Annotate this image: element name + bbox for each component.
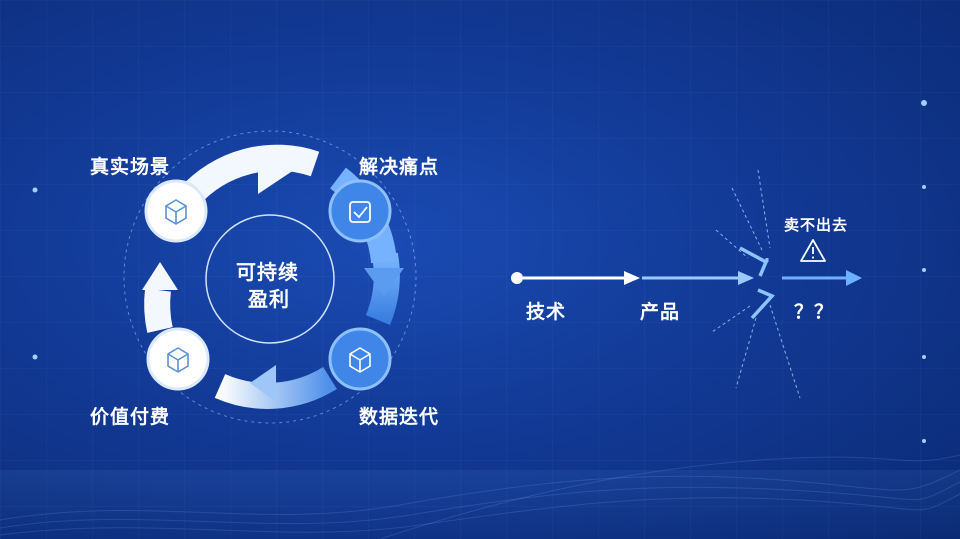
center-label-line1: 可持续 (236, 260, 299, 284)
flow-arrow-2 (738, 271, 754, 285)
cube-icon (349, 347, 371, 373)
flow-step-product: 产品 (640, 301, 681, 323)
node-label-data-iterate: 数据迭代 (359, 406, 440, 428)
warning-triangle-icon (800, 239, 826, 262)
node-top-right (328, 179, 392, 243)
cube-icon (167, 347, 189, 373)
node-label-real-scene: 真实场景 (90, 156, 171, 178)
sparkle-dots (32, 100, 927, 443)
flow-step-tech: 技术 (526, 301, 567, 323)
cube-icon (165, 199, 187, 225)
crack-barrier (711, 169, 801, 399)
check-box-icon (349, 201, 371, 223)
arrow-head-left (142, 262, 178, 290)
outer-dashed-ring (123, 130, 417, 424)
flow-start-dot (511, 272, 523, 284)
node-top-left (144, 179, 208, 243)
node-bottom-left (146, 327, 210, 391)
flow-step-unknown: ？？ (794, 301, 835, 323)
arrow-head-right (364, 268, 404, 296)
center-label-line2: 盈利 (248, 287, 290, 311)
node-label-value-pay: 价值付费 (90, 406, 171, 428)
arrow-head-bottom (250, 365, 276, 402)
flow-arrow-3 (846, 270, 862, 286)
flow-arrow-1 (624, 271, 640, 285)
center-circle (205, 214, 335, 344)
arrow-head-top (258, 146, 294, 194)
warning-text: 卖不出去 (784, 216, 849, 234)
node-label-solve-pain: 解决痛点 (359, 156, 440, 178)
node-bottom-right (328, 327, 392, 391)
